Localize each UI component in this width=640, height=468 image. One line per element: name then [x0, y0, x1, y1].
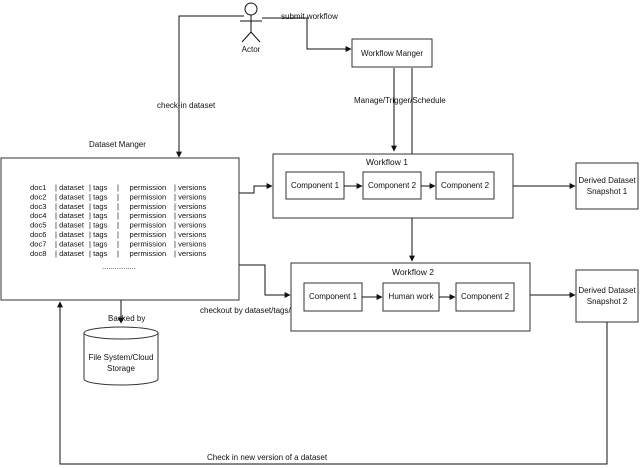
workflow1-component2-label: Component 2 — [368, 181, 417, 190]
dataset-row-versions: | versions — [174, 183, 207, 192]
workflow2-component3-box — [455, 282, 515, 312]
dataset-row-doc: doc5 — [30, 221, 46, 230]
dataset-row-permission: | permission — [117, 211, 166, 220]
dataset-row-versions: | versions — [174, 202, 207, 211]
dataset-row-dataset: | dataset — [55, 183, 85, 192]
actor-label: Actor — [242, 45, 261, 54]
dataset-row-doc: doc2 — [30, 192, 46, 201]
dataset-row-tags: | tags — [89, 192, 108, 201]
dataset-row-doc: doc8 — [30, 249, 46, 258]
dataset-row-doc: doc3 — [30, 202, 46, 211]
dataset-row-versions: | versions — [174, 221, 207, 230]
dataset-row-versions: | versions — [174, 230, 207, 239]
storage-cylinder-icon — [83, 326, 159, 386]
edge-label-backed-by: Backed by — [108, 314, 145, 323]
dataset-row-permission: | permission — [117, 221, 166, 230]
dataset-row-permission: | permission — [117, 249, 166, 258]
dataset-row-permission: | permission — [117, 230, 166, 239]
workflow2-component1-label: Component 1 — [309, 292, 358, 301]
dataset-manager-ellipsis: ................ — [102, 262, 136, 271]
dataset-row-tags: | tags — [89, 183, 108, 192]
dataset-row-permission: | permission — [117, 202, 166, 211]
workflow1-title: Workflow 1 — [366, 157, 408, 167]
dataset-row-versions: | versions — [174, 211, 207, 220]
workflow-manager-label: Workflow Manger — [361, 49, 423, 58]
dataset-row-dataset: | dataset — [55, 202, 85, 211]
dataset-row-tags: | tags — [89, 249, 108, 258]
edge-label-manage-trigger-schedule: Manage/Trigger/Schedule — [354, 96, 446, 105]
edge-submit-workflow — [262, 17, 352, 52]
edge-check-in-new-version — [57, 301, 608, 465]
dataset-row-dataset: | dataset — [55, 192, 85, 201]
dataset-manager-box — [0, 157, 240, 301]
workflow2-human-work-label: Human work — [389, 292, 435, 301]
edge-dataset-to-workflow1 — [239, 183, 273, 194]
edge-check-in-dataset — [176, 15, 244, 158]
dataset-row-permission: | permission — [117, 239, 166, 248]
dataset-row-dataset: | dataset — [55, 239, 85, 248]
snapshot2-box — [575, 269, 639, 323]
dataset-row-tags: | tags — [89, 239, 108, 248]
workflow2-component3-label: Component 2 — [461, 292, 510, 301]
snapshot2-line1: Derived Dataset — [578, 286, 636, 295]
dataset-row-tags: | tags — [89, 211, 108, 220]
workflow-manager-box — [351, 38, 433, 68]
dataset-row-tags: | tags — [89, 230, 108, 239]
dataset-row-tags: | tags — [89, 202, 108, 211]
snapshot1-box — [575, 162, 639, 210]
workflow1-component1-label: Component 1 — [291, 181, 340, 190]
dataset-row-doc: doc4 — [30, 211, 46, 220]
dataset-row-doc: doc7 — [30, 239, 46, 248]
dataset-row-permission: | permission — [117, 183, 166, 192]
edge-label-checkout: checkout by dataset/tags/time — [200, 306, 306, 315]
edge-label-check-in-new-version: Check in new version of a dataset — [207, 453, 328, 462]
dataset-row-dataset: | dataset — [55, 230, 85, 239]
workflow1-component3-box — [435, 171, 495, 200]
workflow2-title: Workflow 2 — [392, 267, 434, 277]
snapshot1-line1: Derived Dataset — [578, 176, 636, 185]
dataset-row-permission: | permission — [117, 192, 166, 201]
dataset-row-versions: | versions — [174, 239, 207, 248]
dataset-row-dataset: | dataset — [55, 211, 85, 220]
dataset-manager-title: Dataset Manger — [89, 140, 146, 149]
actor-icon — [240, 2, 262, 43]
dataset-manager-table: doc1 | dataset | tags | permission | version… — [30, 183, 207, 258]
dataset-row-doc: doc6 — [30, 230, 46, 239]
workflow2-component1-box — [303, 282, 363, 312]
dataset-row-dataset: | dataset — [55, 249, 85, 258]
storage-line1: File System/Cloud — [89, 353, 154, 362]
dataset-row-versions: | versions — [174, 192, 207, 201]
workflow2-human-work-box — [382, 282, 440, 312]
edge-checkout — [239, 264, 291, 298]
snapshot1-line2: Snapshot 1 — [587, 187, 628, 196]
dataset-row-doc: doc1 — [30, 183, 46, 192]
storage-line2: Storage — [107, 364, 136, 373]
snapshot2-line2: Snapshot 2 — [587, 297, 628, 306]
workflow1-component3-label: Component 2 — [441, 181, 490, 190]
edge-label-submit-workflow: submit workflow — [281, 12, 338, 21]
dataset-row-tags: | tags — [89, 221, 108, 230]
dataset-row-versions: | versions — [174, 249, 207, 258]
dataset-row-dataset: | dataset — [55, 221, 85, 230]
edge-label-check-in-dataset: check-in dataset — [157, 101, 216, 110]
